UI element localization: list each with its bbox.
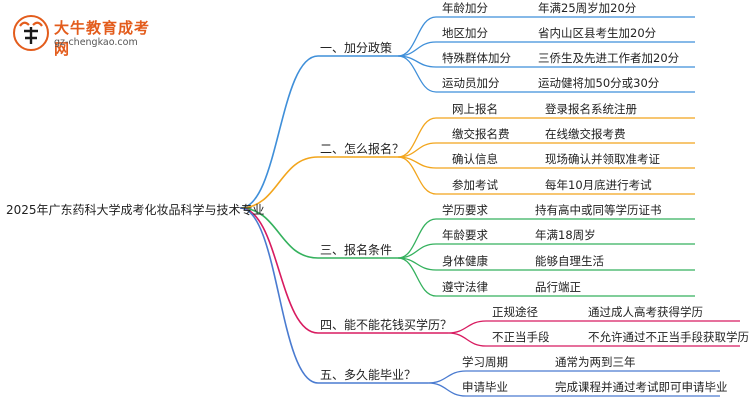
- leaf-value: 通过成人高考获得学历: [588, 305, 703, 319]
- leaf-key: 不正当手段: [492, 330, 550, 344]
- leaf-value: 登录报名系统注册: [545, 102, 637, 116]
- branch-connector: [239, 207, 319, 384]
- leaf-value: 能够自理生活: [535, 254, 604, 268]
- leaf-connector: [397, 55, 437, 93]
- branch-label: 四、能不能花钱买学历？: [320, 318, 453, 332]
- leaf-connector: [447, 320, 487, 334]
- branch-label: 三、报名条件: [320, 243, 393, 257]
- leaf-key: 特殊群体加分: [442, 51, 511, 65]
- leaf-key: 确认信息: [452, 152, 498, 166]
- leaf-connector: [397, 117, 437, 158]
- leaf-connector: [427, 382, 467, 397]
- branch-connector: [239, 55, 319, 209]
- leaf-key: 学习周期: [462, 355, 508, 369]
- mindmap-root-topic: 2025年广东药科大学成考化妆品科学与技术专业: [6, 203, 265, 217]
- leaf-key: 学历要求: [442, 203, 488, 217]
- leaf-value: 不允许通过不正当手段获取学历: [588, 330, 749, 344]
- leaf-key: 申请毕业: [462, 380, 508, 394]
- leaf-value: 通常为两到三年: [555, 355, 636, 369]
- branch-label: 一、加分政策: [320, 41, 393, 55]
- branch-connector: [239, 156, 319, 209]
- brand-logo: 大牛教育成考网 gz-chengkao.com: [12, 14, 162, 58]
- leaf-key: 正规途径: [492, 305, 538, 319]
- leaf-value: 完成课程并通过考试即可申请毕业: [555, 380, 728, 394]
- leaf-value: 年满18周岁: [535, 228, 596, 242]
- leaf-key: 年龄加分: [442, 1, 488, 15]
- leaf-connector: [397, 16, 437, 57]
- leaf-connector: [397, 257, 437, 297]
- leaf-connector: [397, 156, 437, 195]
- leaf-key: 遵守法律: [442, 280, 488, 294]
- brand-url: gz-chengkao.com: [54, 37, 138, 48]
- leaf-value: 在线缴交报考费: [545, 127, 626, 141]
- leaf-key: 参加考试: [452, 178, 498, 192]
- branch-label: 五、多久能毕业？: [320, 368, 417, 382]
- leaf-value: 省内山区县考生加20分: [538, 26, 657, 40]
- branch-connector: [239, 207, 319, 259]
- bull-logo-icon: [13, 15, 49, 51]
- leaf-value: 每年10月底进行考试: [545, 178, 652, 192]
- leaf-connector: [427, 370, 467, 384]
- leaf-connector: [397, 218, 437, 259]
- leaf-value: 运动健将加50分或30分: [538, 76, 660, 90]
- branch-connector: [239, 207, 319, 334]
- leaf-key: 地区加分: [442, 26, 488, 40]
- leaf-key: 运动员加分: [442, 76, 500, 90]
- leaf-value: 品行端正: [535, 280, 581, 294]
- leaf-key: 缴交报名费: [452, 127, 510, 141]
- leaf-value: 持有高中或同等学历证书: [535, 203, 662, 217]
- leaf-value: 现场确认并领取准考证: [545, 152, 660, 166]
- leaf-value: 三侨生及先进工作者加20分: [538, 51, 680, 65]
- leaf-key: 年龄要求: [442, 228, 488, 242]
- leaf-key: 身体健康: [442, 254, 488, 268]
- branch-label: 二、怎么报名？: [320, 142, 405, 156]
- leaf-key: 网上报名: [452, 102, 498, 116]
- leaf-connector: [447, 332, 487, 347]
- brand-name: 大牛教育成考网: [54, 19, 151, 58]
- leaf-value: 年满25周岁加20分: [538, 1, 637, 15]
